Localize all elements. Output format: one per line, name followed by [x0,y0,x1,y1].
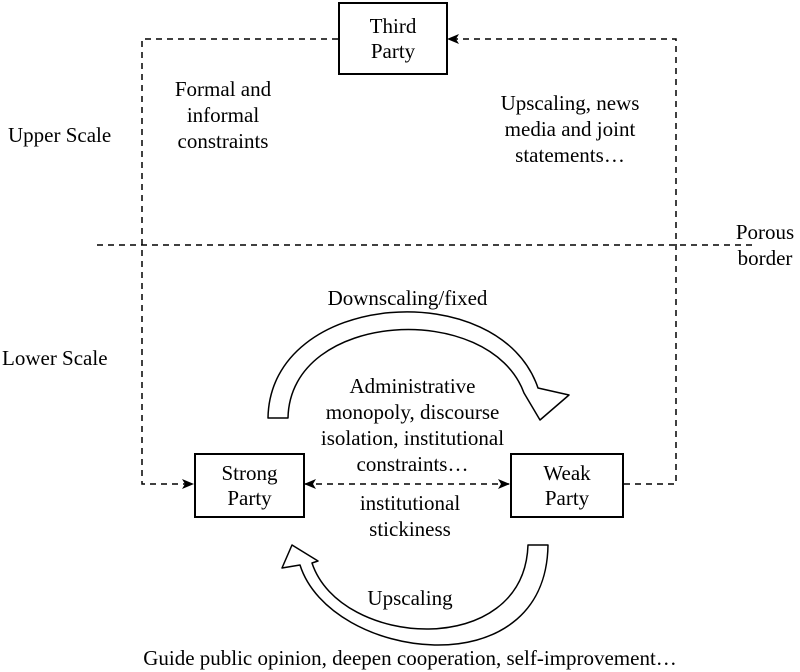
left-dashed-connector [141,38,338,489]
downscaling-fixed-label: Downscaling/fixed [327,286,488,310]
weak-party-box: Weak Party [510,453,624,518]
guide-public-opinion-label: Guide public opinion, deepen cooperation… [143,646,677,670]
third-party-box: Third Party [338,2,448,75]
strong-party-box: Strong Party [194,453,305,518]
upscaling-media-label: Upscaling, news media and joint statemen… [500,91,640,167]
downscaling-curved-arrow [267,311,570,421]
administrative-label: Administrative monopoly, discourse isola… [320,374,505,476]
upscaling-curved-arrow [281,544,549,646]
upper-scale-label: Upper Scale [8,123,112,147]
weak-party-label: Weak Party [543,460,591,510]
lower-scale-label: Lower Scale [2,346,108,370]
formal-constraints-label: Formal and informal constraints [174,77,272,153]
strong-party-label: Strong Party [221,460,278,510]
third-party-label: Third Party [369,13,417,63]
upscaling-label: Upscaling [367,586,453,610]
right-dashed-connector [447,34,677,485]
porous-border-label: Porous border [735,220,795,270]
institutional-stickiness-label: institutional stickiness [359,491,461,541]
